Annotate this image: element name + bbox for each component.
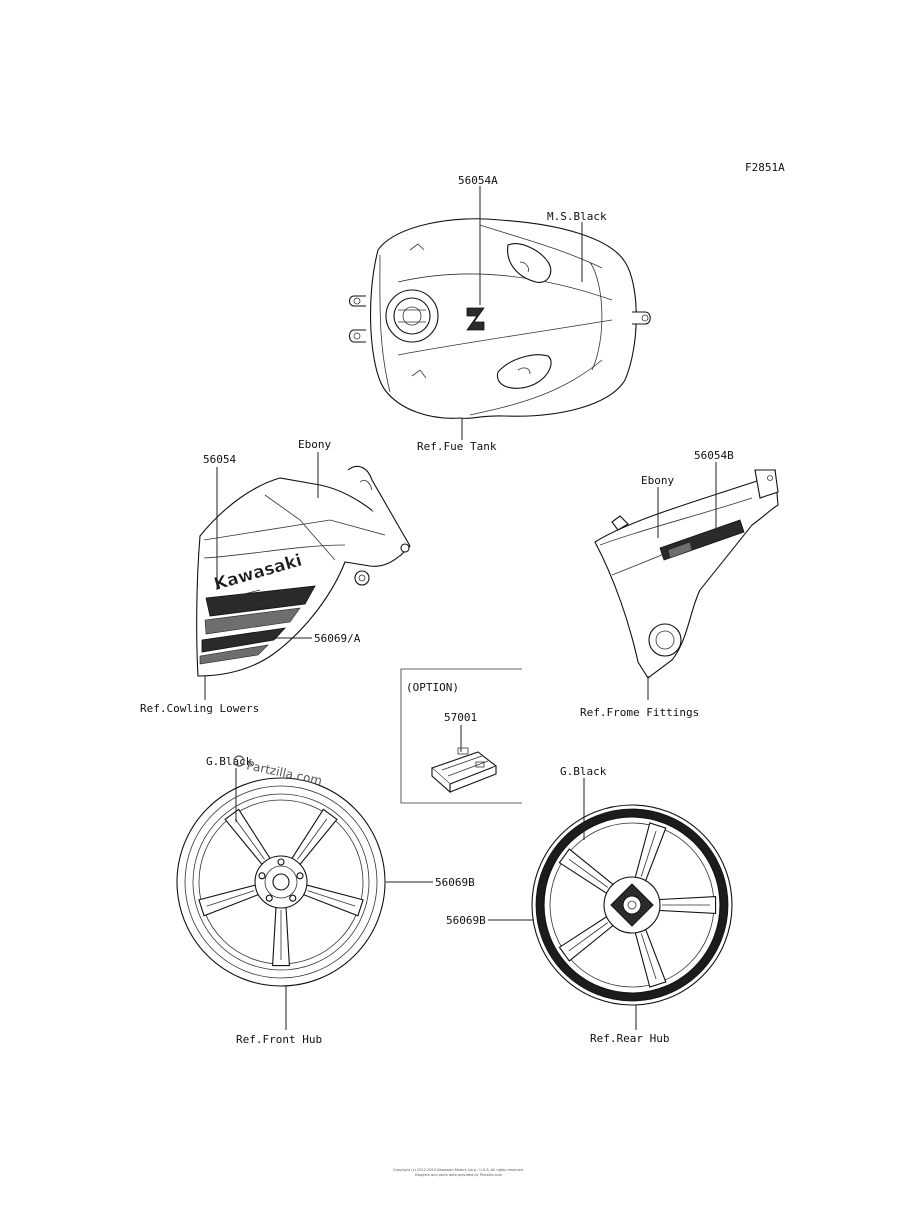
label-frame-part: 56054B bbox=[694, 449, 734, 462]
front-wheel-bolts bbox=[258, 858, 304, 902]
label-rear-color: G.Black bbox=[560, 765, 607, 778]
wheel-bolt bbox=[289, 894, 297, 902]
wheel-spoke-groove bbox=[640, 830, 657, 877]
label-cowl-stripe: 56069/A bbox=[314, 632, 361, 645]
wheel-bolt bbox=[277, 858, 285, 866]
wheel-spoke-groove bbox=[568, 922, 608, 952]
label-cowl-part: 56054 bbox=[203, 453, 236, 466]
label-front-color: G.Black bbox=[206, 755, 253, 768]
label-option-part: 57001 bbox=[444, 711, 477, 724]
wheel-bolt bbox=[265, 894, 273, 902]
label-front-part: 56069B bbox=[435, 876, 475, 889]
option-box-frame bbox=[400, 668, 522, 804]
copyright-line: Copyright (c) 2012-2019 Kawasaki Motors … bbox=[393, 1168, 524, 1172]
wheel-spoke-groove bbox=[568, 858, 608, 888]
front-wheel-spokes bbox=[198, 808, 364, 967]
frame-fitting-illustration bbox=[594, 469, 779, 679]
wheel-spoke-groove bbox=[297, 818, 328, 860]
rear-wheel-illustration bbox=[531, 804, 733, 1006]
diagram-code: F2851A bbox=[745, 161, 785, 174]
label-rear-part: 56069B bbox=[446, 914, 486, 927]
copyright-line: Diagram and parts data provided by Partz… bbox=[414, 1173, 503, 1177]
front-wheel-illustration bbox=[176, 777, 386, 987]
label-frame-ref: Ref.Frome Fittings bbox=[580, 706, 699, 719]
wheel-spoke-groove bbox=[206, 890, 255, 907]
label-cowl-ref: Ref.Cowling Lowers bbox=[140, 702, 259, 715]
wheel-spoke-groove bbox=[307, 890, 356, 907]
label-tank-part: 56054A bbox=[458, 174, 498, 187]
copyright-notice: Copyright (c) 2012-2019 Kawasaki Motors … bbox=[300, 1168, 617, 1178]
wheel-spoke-groove bbox=[234, 818, 265, 860]
option-part-illustration bbox=[430, 747, 498, 794]
wheel-bolt bbox=[258, 872, 266, 880]
wheel-bolt bbox=[296, 872, 304, 880]
label-frame-color: Ebony bbox=[641, 474, 674, 487]
label-rear-ref: Ref.Rear Hub bbox=[590, 1032, 669, 1045]
cowling-illustration: Kawasaki bbox=[196, 465, 411, 677]
option-box-title: (OPTION) bbox=[406, 681, 459, 694]
label-tank-ref: Ref.Fue Tank bbox=[417, 440, 497, 453]
label-tank-color: M.S.Black bbox=[547, 210, 607, 223]
wheel-spoke-groove bbox=[640, 933, 657, 980]
label-cowl-color: Ebony bbox=[298, 438, 331, 451]
label-front-ref: Ref.Front Hub bbox=[236, 1033, 322, 1046]
fuel-tank-illustration bbox=[348, 218, 651, 419]
